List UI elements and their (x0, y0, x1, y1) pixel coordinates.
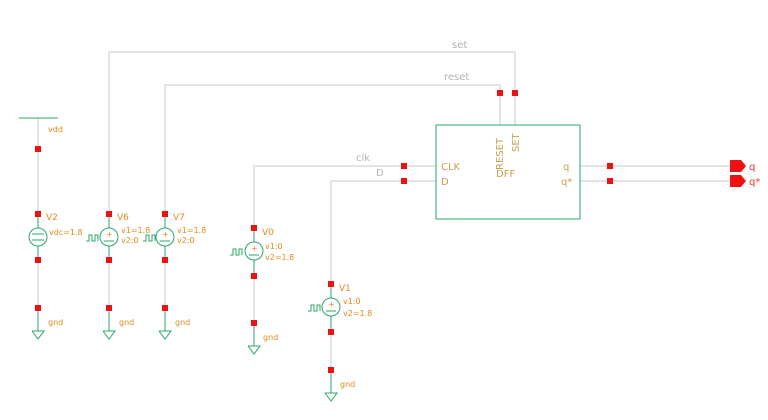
output-port-qb-arrow (730, 175, 746, 187)
pin-v2-top[interactable] (35, 211, 41, 217)
pin-dff-d[interactable] (401, 178, 407, 184)
pulse-wave-icon (308, 304, 321, 312)
v2-param-1: vdc=1.8 (49, 228, 83, 237)
ground-v7: gnd (158, 308, 190, 340)
v2-name: V2 (46, 213, 58, 223)
pin-markers (35, 90, 613, 373)
gnd-label: gnd (119, 318, 134, 327)
wire-clk (253, 165, 404, 228)
v0-plus: + (251, 244, 258, 253)
pin-v6-top[interactable] (106, 211, 112, 217)
v0-param-1: v1:0 (265, 242, 283, 251)
vdd-symbol: vdd (19, 117, 63, 134)
net-label-reset: reset (444, 72, 469, 83)
net-label-set: set (452, 40, 467, 51)
ground-v6: gnd (102, 308, 134, 340)
ground-v0: gnd (247, 323, 278, 355)
pin-v1-top[interactable] (328, 281, 334, 287)
pulse-wave-icon (230, 248, 243, 256)
pin-gnd-v7[interactable] (162, 305, 168, 311)
ground-icon (158, 330, 172, 340)
v7-param-1: v1=1.8 (177, 226, 206, 235)
output-port-qb[interactable]: q* (730, 175, 760, 188)
pin-dff-clk[interactable] (401, 163, 407, 169)
source-v0[interactable]: + V0 v1:0 v2=1.8 (230, 228, 294, 276)
wire-d (330, 180, 404, 284)
v1-param-1: v1:0 (343, 297, 361, 306)
net-label-clk: clk (356, 153, 370, 164)
pin-gnd-v0[interactable] (251, 320, 257, 326)
v6-name: V6 (117, 213, 129, 223)
pin-gnd-v1[interactable] (328, 367, 334, 373)
ground-v1: gnd (324, 370, 355, 402)
v6-param-1: v1=1.8 (121, 226, 150, 235)
dff-name-label: DFF (496, 169, 515, 180)
v2-circle (28, 227, 48, 247)
output-port-q[interactable]: q (730, 160, 755, 173)
dff-pin-q-label: q (563, 162, 569, 173)
v1-param-2: v2=1.8 (343, 309, 372, 318)
dff-pin-clk-label: CLK (441, 162, 461, 173)
pin-dff-set[interactable] (512, 90, 518, 96)
gnd-label: gnd (340, 380, 355, 389)
pulse-wave-icon (143, 234, 156, 242)
pin-v7-top[interactable] (162, 211, 168, 217)
v1-plus: + (328, 300, 335, 309)
v6-param-2: v2:0 (121, 236, 139, 245)
pin-dff-reset[interactable] (497, 90, 503, 96)
net-label-d: D (376, 168, 384, 179)
source-v2[interactable]: V2 vdc=1.8 (28, 213, 83, 260)
vdd-label: vdd (48, 125, 63, 134)
output-port-qb-label: q* (749, 177, 760, 188)
wire-set (108, 51, 516, 214)
pulse-wave-icon (86, 234, 99, 242)
v7-name: V7 (173, 213, 185, 223)
pin-v0-top[interactable] (251, 225, 257, 231)
ground-v2: gnd (31, 308, 63, 340)
dff-pin-d-label: D (441, 177, 449, 188)
v7-plus: + (162, 230, 169, 239)
ground-icon (324, 392, 338, 402)
pin-v7-bot[interactable] (162, 257, 168, 263)
v1-name: V1 (339, 284, 351, 294)
v6-plus: + (106, 230, 113, 239)
gnd-label: gnd (48, 318, 63, 327)
pin-dff-qb[interactable] (607, 178, 613, 184)
source-v1[interactable]: + V1 v1:0 v2=1.8 (308, 284, 372, 332)
gnd-label: gnd (175, 318, 190, 327)
pin-vdd[interactable] (35, 146, 41, 152)
v0-name: V0 (262, 228, 274, 238)
dff-block[interactable]: RESET SET CLK D DFF q q* (435, 124, 581, 220)
v7-param-2: v2:0 (177, 236, 195, 245)
output-port-q-label: q (749, 162, 755, 173)
pin-v0-bot[interactable] (251, 273, 257, 279)
pin-v1-bot[interactable] (328, 329, 334, 335)
pin-gnd-v2[interactable] (35, 305, 41, 311)
output-port-q-arrow (730, 160, 746, 172)
ground-icon (102, 330, 116, 340)
wires (37, 51, 730, 370)
pin-v2-bot[interactable] (35, 257, 41, 263)
ground-icon (31, 330, 45, 340)
pin-gnd-v6[interactable] (106, 305, 112, 311)
ground-icon (247, 345, 261, 355)
dff-pin-set-label: SET (511, 132, 522, 152)
dff-pin-qb-label: q* (561, 177, 572, 188)
gnd-label: gnd (263, 333, 278, 342)
source-v6[interactable]: + V6 v1=1.8 v2:0 (86, 213, 150, 260)
dff-pin-reset-label: RESET (495, 137, 506, 170)
pin-v6-bot[interactable] (106, 257, 112, 263)
v0-param-2: v2=1.8 (265, 253, 294, 262)
pin-dff-q[interactable] (607, 163, 613, 169)
dff-body (435, 124, 581, 220)
wire-reset (164, 84, 501, 214)
source-v7[interactable]: + V7 v1=1.8 v2:0 (143, 213, 206, 260)
